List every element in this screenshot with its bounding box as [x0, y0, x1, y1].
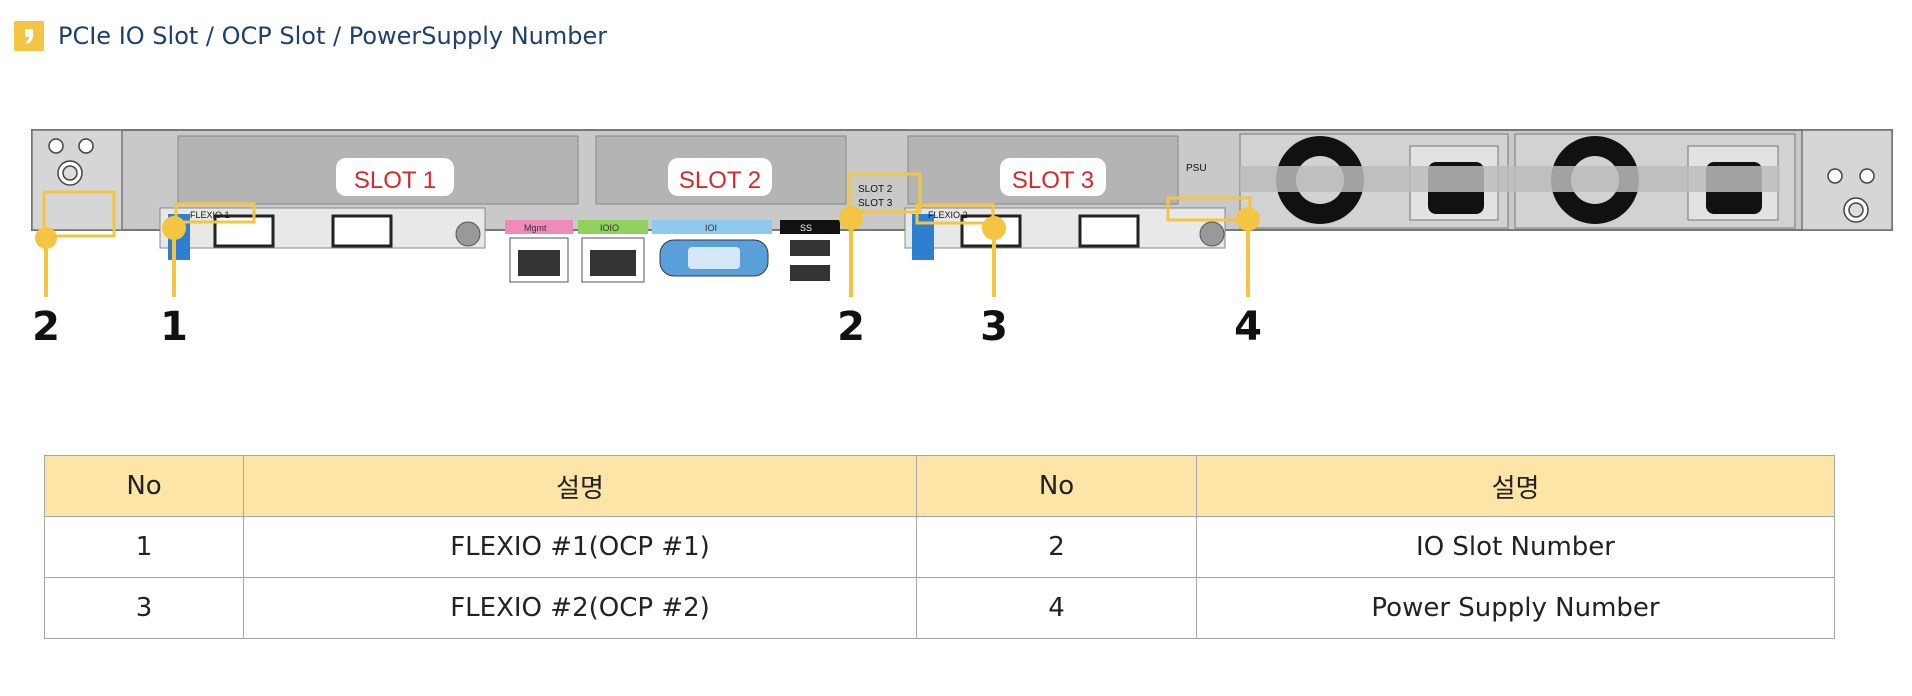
table-cell: 2	[916, 516, 1197, 578]
callout-number: 2	[837, 304, 865, 350]
highlight-flexio-1	[174, 202, 256, 224]
psu-label: PSU	[1186, 163, 1207, 174]
slot-3-label: SLOT 3	[1012, 167, 1094, 194]
comment-icon	[14, 21, 44, 51]
slot-2-3-label-line2: SLOT 3	[858, 198, 893, 209]
right-ear	[1801, 129, 1893, 231]
server-rear-panel-diagram: SLOT 1 SLOT 2 SLOT 3 FLEXIO 1 Mgmt IOIO …	[31, 129, 1893, 350]
slot-1-label: SLOT 1	[354, 167, 436, 194]
screw-icon	[48, 138, 1875, 223]
table-cell: 4	[916, 577, 1197, 639]
column-header: 설명	[243, 455, 917, 517]
section-header: PCIe IO Slot / OCP Slot / PowerSupply Nu…	[14, 20, 607, 52]
flexio-1-label: FLEXIO 1	[190, 210, 230, 220]
callout-number: 4	[1234, 304, 1262, 350]
slot-2-label: SLOT 2	[679, 167, 761, 194]
ioio-port-label: IOIO	[600, 223, 619, 233]
callout-number: 2	[32, 304, 60, 350]
vga-port-label: IOI	[705, 223, 717, 233]
flexio-2-label: FLEXIO 2	[928, 210, 968, 220]
column-header: No	[44, 455, 244, 517]
table-cell: Power Supply Number	[1196, 577, 1835, 639]
table-cell: FLEXIO #1(OCP #1)	[243, 516, 917, 578]
legend-table: No 설명 No 설명 1 FLEXIO #1(OCP #1) 2 IO Slo…	[44, 455, 1835, 639]
column-header: 설명	[1196, 455, 1835, 517]
table-row: 3 FLEXIO #2(OCP #2) 4 Power Supply Numbe…	[44, 577, 1835, 639]
table-header-row: No 설명 No 설명	[44, 455, 1835, 517]
callout-number: 1	[160, 304, 188, 350]
page-title: PCIe IO Slot / OCP Slot / PowerSupply Nu…	[58, 22, 608, 50]
table-cell: 1	[44, 516, 244, 578]
slot-2-3-label-line1: SLOT 2	[858, 184, 893, 195]
table-cell: IO Slot Number	[1196, 516, 1835, 578]
callout-number: 3	[980, 304, 1008, 350]
highlight-flexio-2	[915, 203, 995, 225]
table-cell: 3	[44, 577, 244, 639]
table-cell: FLEXIO #2(OCP #2)	[243, 577, 917, 639]
table-row: 1 FLEXIO #1(OCP #1) 2 IO Slot Number	[44, 516, 1835, 578]
mgmt-port-label: Mgmt	[524, 223, 547, 233]
usb-port-label: SS	[800, 223, 812, 233]
ocp-card-2	[904, 207, 1226, 249]
usb-port	[790, 240, 830, 256]
highlight-ear-slot	[42, 190, 116, 238]
highlight-slot23	[848, 172, 922, 214]
column-header: No	[916, 455, 1197, 517]
